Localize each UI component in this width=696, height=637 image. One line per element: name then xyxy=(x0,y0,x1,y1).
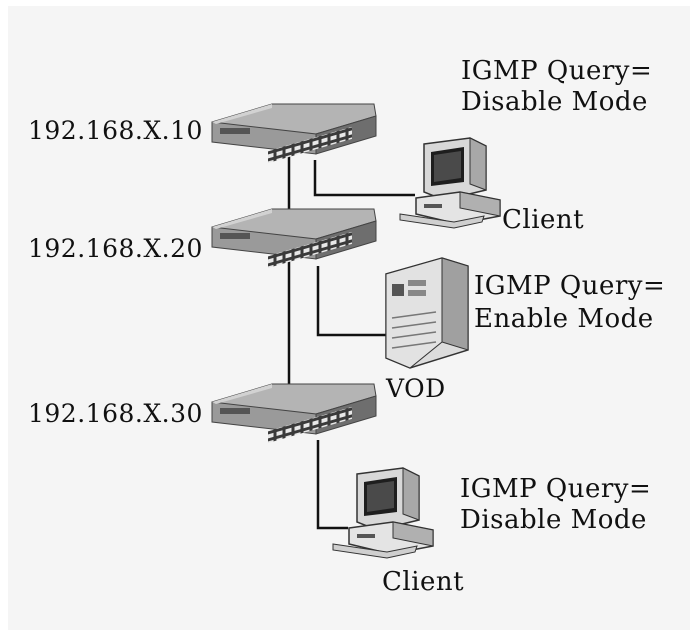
client-bottom-cable xyxy=(316,440,348,530)
cables xyxy=(287,150,415,530)
igmp-note-1-line2: Disable Mode xyxy=(461,87,648,117)
igmp-note-2-line2: Enable Mode xyxy=(474,304,654,334)
vod-server xyxy=(385,257,469,369)
vod-label: VOD xyxy=(386,374,446,403)
client-bottom-computer xyxy=(332,467,434,559)
igmp-note-3-line1: IGMP Query= xyxy=(460,474,652,504)
vod-cable xyxy=(316,266,392,337)
switch-3 xyxy=(211,383,377,443)
client-top-cable xyxy=(313,160,415,197)
switch-1-ip-label: 192.168.X.10 xyxy=(28,116,203,145)
switch-1 xyxy=(211,103,377,163)
client-top-computer xyxy=(399,137,501,229)
switch-2-ip-label: 192.168.X.20 xyxy=(28,234,203,263)
client-top-label: Client xyxy=(502,205,585,235)
client-bottom-label: Client xyxy=(382,567,465,597)
switch-3-ip-label: 192.168.X.30 xyxy=(28,399,203,428)
igmp-note-3-line2: Disable Mode xyxy=(460,505,647,535)
igmp-note-2-line1: IGMP Query= xyxy=(474,271,666,301)
igmp-note-1-line1: IGMP Query= xyxy=(461,56,653,86)
switch-2 xyxy=(211,208,377,268)
